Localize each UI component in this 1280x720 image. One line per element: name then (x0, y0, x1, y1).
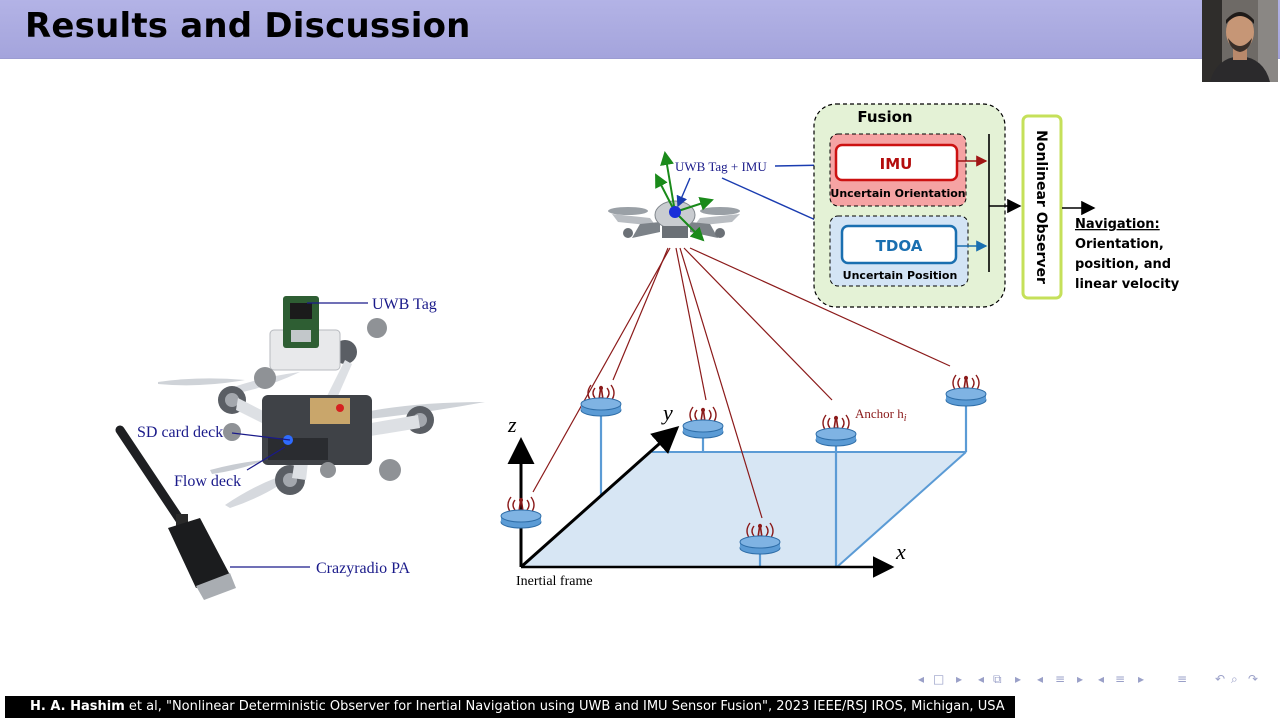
citation-text: et al, "Nonlinear Deterministic Observer… (124, 699, 1005, 714)
section-icon[interactable]: ≡ (1115, 672, 1126, 686)
anchor-label: Anchor hi (855, 406, 907, 424)
imu-block (834, 143, 959, 182)
to-tdoa-arrow (721, 177, 831, 228)
nav-prev-section-icon[interactable]: ◂ (1098, 672, 1105, 686)
forward-icon[interactable]: ↷ (1248, 672, 1259, 686)
inertial-frame-label: Inertial frame (516, 574, 593, 589)
nav-next-frame-icon[interactable]: ▸ (956, 672, 963, 686)
body-frame-axes (655, 151, 714, 242)
document-icon[interactable]: ≡ (1177, 672, 1188, 686)
x-axis-label: x (895, 539, 906, 564)
slide-header: Results and Discussion (0, 0, 1280, 59)
tdoa-label: TDOA (876, 237, 923, 255)
anchor-icon (500, 496, 542, 529)
nav-next-section-icon[interactable]: ▸ (1138, 672, 1145, 686)
presenter-webcam (1202, 0, 1278, 82)
flow-deck-leader (246, 446, 286, 471)
subsection-icon[interactable]: ≡ (1055, 672, 1066, 686)
uwb-signal-lines (532, 247, 951, 519)
tag-imu-label: UWB Tag + IMU (675, 159, 767, 174)
tdoa-block (840, 224, 958, 265)
slide-title: Results and Discussion (25, 6, 471, 46)
y-axis-label: y (661, 400, 673, 425)
anchor-icon (815, 414, 857, 447)
tdoa-caption: Uncertain Position (843, 269, 958, 282)
sd-card-label: SD card deck (137, 424, 223, 441)
uwb-tag-label: UWB Tag (372, 296, 437, 313)
navigation-line: Orientation, (1075, 237, 1164, 252)
anchor-icon (682, 406, 724, 439)
y-axis (520, 426, 680, 569)
nav-prev-slide-icon[interactable]: ◂ (978, 672, 985, 686)
navigation-heading: Navigation: (1075, 217, 1160, 232)
imu-label: IMU (880, 155, 913, 173)
nav-next-slide-icon[interactable]: ▸ (1015, 672, 1022, 686)
back-icon[interactable]: ↶ (1215, 672, 1226, 686)
slide-icon[interactable]: ⧉ (993, 672, 1002, 686)
imu-caption: Uncertain Orientation (830, 187, 965, 200)
flow-deck-label: Flow deck (174, 473, 241, 490)
nav-prev-subsection-icon[interactable]: ◂ (1037, 672, 1044, 686)
nav-next-subsection-icon[interactable]: ▸ (1077, 672, 1084, 686)
frame-icon[interactable]: □ (933, 672, 945, 686)
citation-footer: H. A. Hashim et al, "Nonlinear Determini… (5, 696, 1015, 718)
nonlinear-observer-label: Nonlinear Observer (1033, 130, 1049, 284)
crazyradio-label: Crazyradio PA (316, 560, 411, 577)
navigation-line: position, and (1075, 257, 1171, 272)
crazyflie-drone-illustration (115, 296, 485, 600)
navigation-line: linear velocity (1075, 277, 1180, 292)
nonlinear-observer-block (1021, 114, 1063, 300)
sd-card-leader (231, 432, 291, 441)
anchor-icon (580, 384, 622, 417)
floor-plane (522, 452, 966, 567)
z-axis-label: z (507, 412, 517, 437)
fusion-title: Fusion (857, 108, 912, 126)
beamer-navigation: ◂ □ ▸ ◂ ⧉ ▸ ◂ ≡ ▸ ◂ ≡ ▸ ≡ ↶ ⌕ ↷ (915, 672, 1270, 692)
nav-prev-frame-icon[interactable]: ◂ (918, 672, 925, 686)
citation-author: H. A. Hashim (30, 699, 125, 714)
anchor-icon (945, 374, 987, 407)
search-icon[interactable]: ⌕ (1231, 672, 1238, 686)
